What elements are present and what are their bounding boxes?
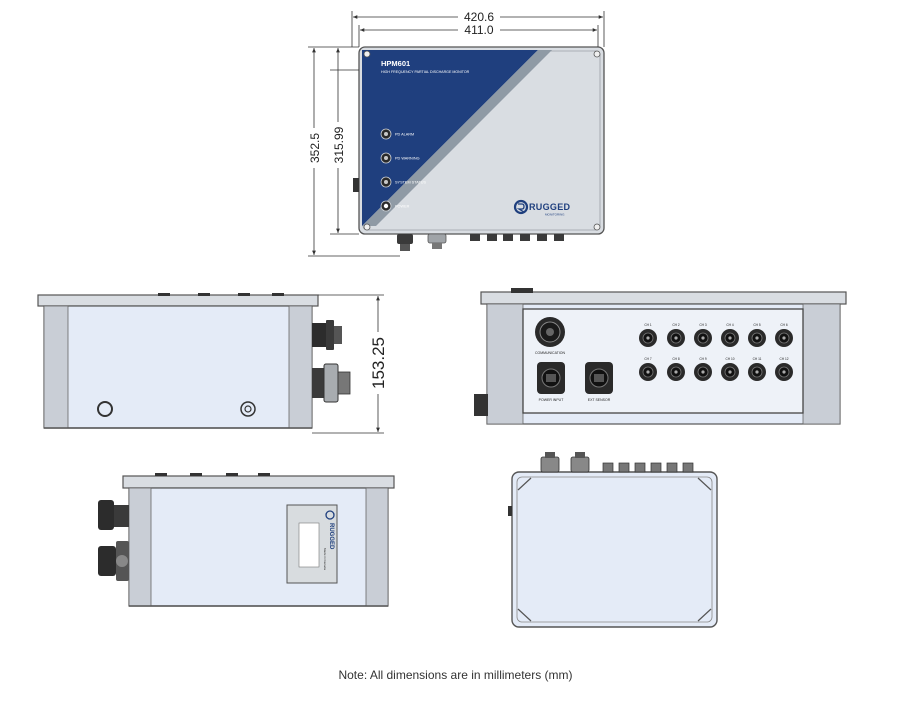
- channel-connector: CH 8: [667, 357, 685, 381]
- channel-connector: CH 10: [721, 357, 739, 381]
- label-made-in: Made in Canada: [323, 548, 327, 570]
- dim-overall-width: 420.6: [464, 10, 494, 24]
- communication-connector: COMMUNICATION: [535, 317, 566, 355]
- svg-text:POWER INPUT: POWER INPUT: [539, 398, 565, 402]
- side-vent-right: [240, 401, 256, 417]
- channel-label: CH 7: [644, 357, 651, 361]
- side-vent-left: [97, 401, 113, 417]
- dim-depth: 153.25: [369, 337, 388, 389]
- channel-connector: CH 7: [639, 357, 657, 381]
- channel-connector: CH 4: [721, 323, 739, 347]
- channel-connector: CH 1: [639, 323, 657, 347]
- back-bnc-stub: [666, 462, 678, 473]
- back-bnc-row: [602, 462, 694, 473]
- dim-body-height: 315.99: [332, 126, 346, 163]
- indicator-power: POWER: [380, 200, 410, 212]
- back-glands: [540, 452, 590, 473]
- dimension-note: Note: All dimensions are in millimeters …: [338, 668, 573, 682]
- front-gland-right: [427, 233, 447, 244]
- channel-connector-grid: CH 1 CH 2 CH 3 CH 4 CH 5 CH 6 CH 7 CH 8 CH 9 CH 1…: [639, 323, 793, 381]
- channel-label: CH 4: [726, 323, 733, 327]
- svg-text:PD ALARM: PD ALARM: [395, 133, 414, 137]
- side-view-left: 153.25: [37, 293, 389, 434]
- side-view-label: RUGGED Made in Canada: [98, 473, 395, 607]
- label-side-gland-bottom: [98, 541, 129, 581]
- channel-label: CH 10: [725, 357, 734, 361]
- front-bnc-row: [470, 234, 564, 241]
- accent-stripe: [362, 50, 552, 226]
- svg-text:SYSTEM STATUS: SYSTEM STATUS: [395, 181, 427, 185]
- channel-label: CH 6: [780, 323, 787, 327]
- svg-text:COMMUNICATION: COMMUNICATION: [535, 351, 566, 355]
- indicator-pd-alarm: PD ALARM: [380, 128, 414, 140]
- indicator-system-status: SYSTEM STATUS: [380, 176, 427, 188]
- front-bnc-stub: [554, 234, 564, 241]
- brand-name: RUGGED: [529, 202, 571, 212]
- channel-connector: CH 9: [694, 357, 712, 381]
- channel-label: CH 5: [753, 323, 760, 327]
- back-bnc-stub: [618, 462, 630, 473]
- front-view: HPM601 HIGH FREQUENCY PARTIAL DISCHARGE …: [353, 46, 605, 251]
- channel-connector: CH 2: [667, 323, 685, 347]
- brand-tagline: MONITORING: [545, 213, 565, 217]
- channel-connector: CH 5: [748, 323, 766, 347]
- model-name: HPM601: [381, 59, 410, 68]
- channel-connector: CH 11: [748, 357, 766, 381]
- channel-connector: CH 6: [775, 323, 793, 347]
- product-label: RUGGED Made in Canada: [286, 504, 338, 584]
- front-bnc-stub: [470, 234, 480, 241]
- power-input-connector: POWER INPUT: [537, 362, 565, 402]
- svg-text:POWER: POWER: [395, 205, 410, 209]
- indicator-pd-warning: PD WARNING: [380, 152, 420, 164]
- back-bnc-stub: [650, 462, 662, 473]
- channel-connector: CH 12: [775, 357, 793, 381]
- channel-label: CH 2: [672, 323, 679, 327]
- rugged-logo: RUGGED MONITORING: [513, 199, 571, 217]
- back-view: [508, 452, 718, 628]
- channel-label: CH 1: [644, 323, 651, 327]
- model-subtitle: HIGH FREQUENCY PARTIAL DISCHARGE MONITOR: [381, 70, 470, 74]
- back-bnc-stub: [634, 462, 646, 473]
- rugged-logo-icon: [513, 199, 529, 215]
- svg-text:PD WARNING: PD WARNING: [395, 157, 420, 161]
- label-brand: RUGGED: [328, 523, 334, 550]
- dim-overall-height: 352.5: [308, 133, 322, 163]
- back-bnc-stub: [602, 462, 614, 473]
- channel-label: CH 11: [753, 357, 762, 361]
- channel-label: CH 12: [779, 357, 788, 361]
- front-bnc-stub: [487, 234, 497, 241]
- side-gland-bottom: [312, 363, 351, 403]
- channel-connector: CH 3: [694, 323, 712, 347]
- channel-label: CH 8: [672, 357, 679, 361]
- front-gland-left: [397, 234, 413, 244]
- back-bnc-stub: [682, 462, 694, 473]
- side-gland-top: [312, 320, 342, 350]
- ext-sensor-connector: EXT SENSOR: [585, 362, 613, 402]
- channel-label: CH 9: [699, 357, 706, 361]
- connector-panel-view: COMMUNICATION POWER INPUT EXT SENSOR CH …: [474, 288, 847, 425]
- channel-label: CH 3: [699, 323, 706, 327]
- front-bnc-stub: [520, 234, 530, 241]
- front-bnc-stub: [503, 234, 513, 241]
- dim-body-width: 411.0: [464, 23, 493, 37]
- label-side-gland-top: [98, 500, 129, 530]
- front-dimensions: 420.6 411.0 352.5 315.99: [306, 10, 605, 257]
- svg-text:EXT SENSOR: EXT SENSOR: [588, 398, 611, 402]
- front-bnc-stub: [537, 234, 547, 241]
